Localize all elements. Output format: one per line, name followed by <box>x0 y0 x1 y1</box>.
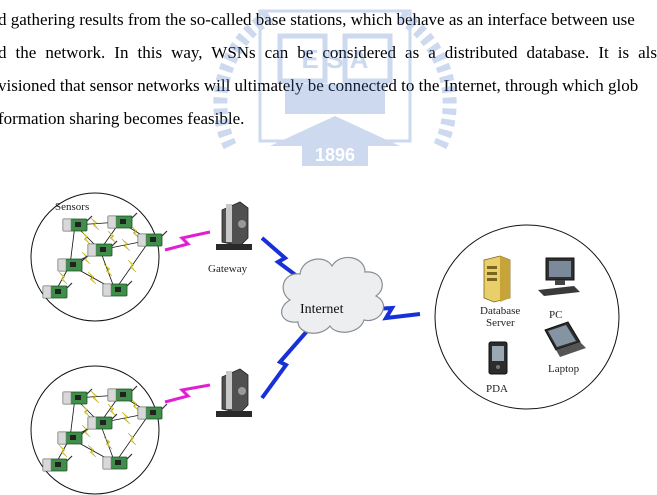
database-server-label-1: Database <box>480 305 520 317</box>
pda-icon <box>488 341 508 375</box>
pda-label: PDA <box>486 383 508 395</box>
wsn-network-diagram: Sensors <box>30 192 620 495</box>
sensor-node <box>87 413 118 430</box>
paragraph-line-1: d gathering results from the so-called b… <box>0 10 635 29</box>
sensor-node <box>42 455 73 472</box>
pc-icon <box>538 257 580 296</box>
paragraph-line-2: d the network. In this way, WSNs can be … <box>0 43 657 62</box>
database-server-icon <box>483 255 511 303</box>
paragraph-line-4: formation sharing becomes feasible. <box>0 109 245 128</box>
sensor-links-2 <box>54 394 151 466</box>
magenta-link-2 <box>164 383 211 404</box>
internet-cloud <box>281 256 385 334</box>
seal-year: 1896 <box>315 145 355 165</box>
sensor-links-1 <box>54 221 151 293</box>
magenta-link-1 <box>164 230 211 252</box>
paragraph-line-3: visioned that sensor networks will ultim… <box>0 76 639 95</box>
database-server-label-2: Server <box>486 317 515 329</box>
laptop-icon <box>544 321 586 357</box>
gateway-label: Gateway <box>208 263 248 275</box>
laptop-label: Laptop <box>548 363 580 375</box>
sensor-node <box>137 230 168 247</box>
sensor-node <box>102 453 133 470</box>
gateway-1 <box>216 201 252 250</box>
seal-letters: E S A <box>302 44 369 74</box>
sensor-node <box>62 388 93 405</box>
client-network: Database Server PC PDA Laptop <box>434 224 620 410</box>
sensor-node <box>107 212 138 229</box>
internet-label: Internet <box>300 302 344 317</box>
sensor-node <box>42 282 73 299</box>
sensor-node <box>62 215 93 232</box>
sensor-cluster-1: Sensors <box>30 192 168 322</box>
sensors-label: Sensors <box>55 201 89 213</box>
sensor-node <box>102 280 133 297</box>
sensor-node <box>107 385 138 402</box>
sensor-node <box>87 240 118 257</box>
sensor-cluster-2 <box>30 365 168 495</box>
blue-link-gateway2-internet <box>260 328 310 400</box>
gateway-2 <box>216 368 252 417</box>
pc-label: PC <box>549 309 562 321</box>
paragraph: d gathering results from the so-called b… <box>0 0 657 180</box>
sensor-node <box>137 403 168 420</box>
university-seal-watermark: 1896 E S A <box>213 9 457 166</box>
blue-link-gateway1-internet <box>260 236 307 284</box>
